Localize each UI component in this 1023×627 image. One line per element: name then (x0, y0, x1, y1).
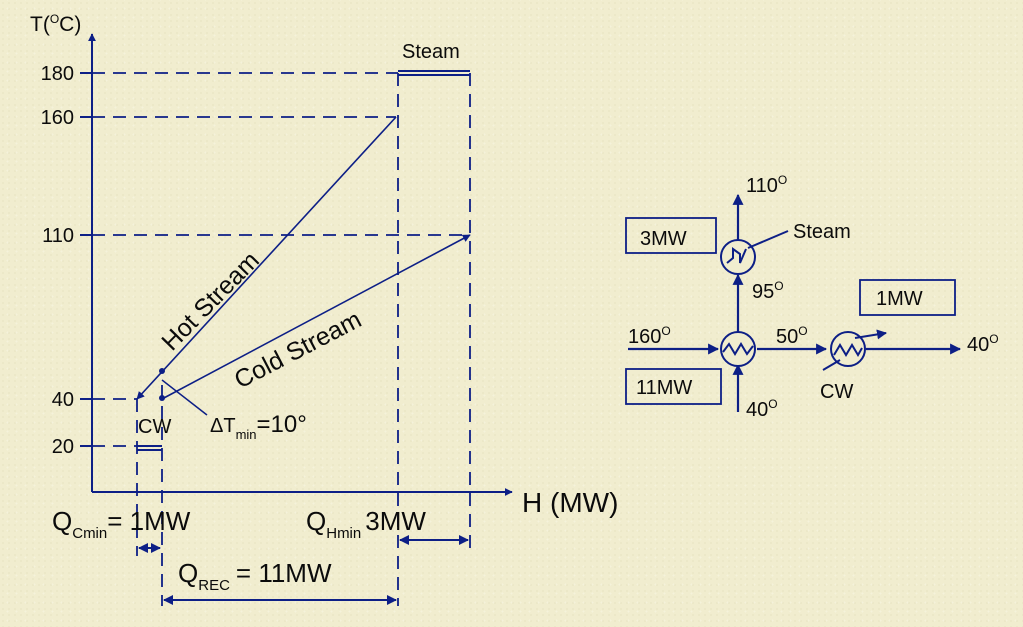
temp-160-label: 160O (628, 324, 671, 348)
tick-180: 180 (41, 63, 74, 85)
y-ticks (80, 72, 92, 447)
steam-label: Steam (402, 41, 460, 63)
temp-50-label: 50O (776, 324, 808, 348)
tick-20: 20 (52, 436, 74, 458)
cooler-icon (822, 329, 887, 371)
box-11mw (625, 368, 722, 405)
steam-network-label: Steam (793, 221, 851, 243)
dashed-guides (92, 72, 471, 606)
temp-110-label: 110O (746, 173, 787, 197)
y-tick-labels: 180 160 110 40 20 (41, 63, 74, 458)
hen-network: 3MW 1MW 11MW 110O Steam 95O 160O 50O 40O… (625, 173, 999, 421)
cold-stream-line (161, 234, 471, 400)
box-1mw (859, 279, 956, 316)
tick-110: 110 (42, 225, 74, 247)
box-1mw-label: 1MW (876, 288, 923, 310)
pinch-point-top (159, 368, 165, 374)
hot-stream-line (136, 116, 397, 400)
qcmin-label: QCmin= 1MW (52, 506, 191, 542)
cw-network-label: CW (820, 381, 853, 403)
box-3mw (625, 217, 717, 254)
x-axis-label: H (MW) (522, 487, 618, 518)
recovery-exchanger-icon (720, 331, 756, 367)
tick-40: 40 (52, 389, 74, 411)
box-3mw-label: 3MW (640, 228, 687, 250)
hot-stream-label: Hot Stream (156, 246, 265, 356)
cold-stream-label: Cold Stream (230, 305, 366, 394)
box-11mw-label: 11MW (636, 377, 692, 399)
dtmin-label: ΔTmin=10° (210, 411, 307, 442)
temp-40-in-label: 40O (746, 397, 778, 421)
temp-95-label: 95O (752, 279, 784, 303)
tick-160: 160 (41, 107, 74, 129)
steam-bar (398, 70, 470, 76)
steam-heater-icon (720, 230, 789, 275)
cw-label: CW (138, 416, 171, 438)
cw-bar (137, 445, 162, 451)
temp-40-out-label: 40O (967, 332, 999, 356)
qrec-label: QREC= 11MW (178, 558, 332, 594)
y-axis-label: T(OC) (30, 12, 81, 36)
pinch-point-bottom (159, 395, 165, 401)
dtmin-leader (161, 379, 208, 416)
